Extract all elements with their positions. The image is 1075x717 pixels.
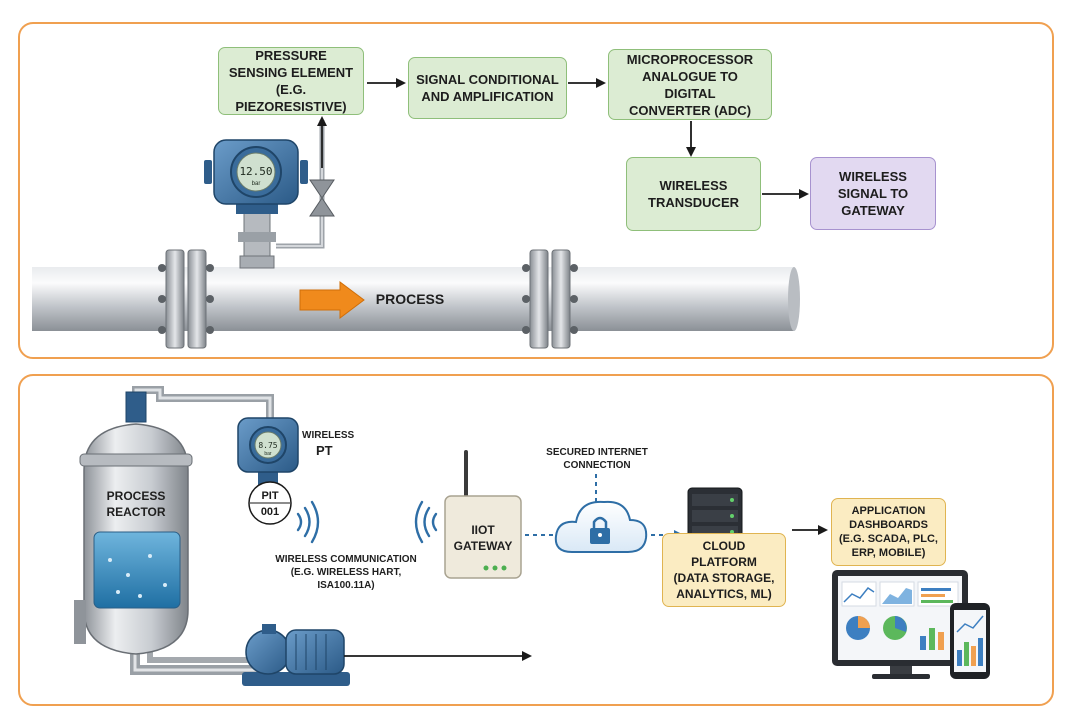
transmitter-unit: bar [264, 451, 272, 457]
gateway-waves-icon [414, 500, 438, 544]
box-wireless-signal-to-gateway: WIRELESS SIGNAL TO GATEWAY [810, 157, 936, 230]
pressure-transmitter-icon [204, 139, 308, 269]
gauge-unit: bar [252, 181, 261, 187]
box-signal-conditioning: SIGNAL CONDITIONAL AND AMPLIFICATION [408, 57, 567, 119]
pit-label-top: PIT [261, 490, 278, 502]
box-wireless-transducer: WIRELESS TRANSDUCER [626, 157, 761, 231]
pit-label-bottom: 001 [261, 506, 279, 518]
dashboard-phone-icon [950, 603, 990, 679]
iiot-gateway-icon [444, 450, 522, 579]
flow-arrow-icon [299, 281, 365, 319]
pipe-flange-left [158, 249, 214, 349]
secured-internet-label: SECURED INTERNET CONNECTION [546, 447, 648, 471]
wireless-waves-icon [296, 500, 320, 544]
cloud-lock-icon [554, 500, 648, 553]
wireless-pt-label-line2: PT [316, 443, 333, 458]
wireless-communication-label: WIRELESS COMMUNICATION (E.G. WIRELESS HA… [275, 554, 417, 591]
box-microprocessor-adc: MICROPROCESSOR ANALOGUE TO DIGITAL CONVE… [608, 49, 772, 120]
wireless-pt-label-line1: WIRELESS [302, 430, 355, 441]
process-reactor-label: PROCESS REACTOR [106, 489, 166, 519]
box-pressure-sensing-element: PRESSURE SENSING ELEMENT (E.G. PIEZORESI… [218, 47, 364, 115]
box-cloud-platform: CLOUD PLATFORM (DATA STORAGE, ANALYTICS,… [662, 533, 786, 607]
pump-icon [242, 624, 350, 686]
box-application-dashboards: APPLICATION DASHBOARDS (E.G. SCADA, PLC,… [831, 498, 946, 566]
gauge-reading: 12.50 [239, 165, 272, 178]
process-label: PROCESS [375, 291, 445, 307]
pipe-flange-right [522, 249, 578, 349]
dashboard-monitor-icon [832, 570, 968, 679]
iiot-gateway-label: IIOT GATEWAY [453, 523, 513, 553]
transmitter-reading: 8.75 [258, 441, 277, 450]
process-reactor-icon [74, 391, 193, 655]
isolation-valve-icon [309, 179, 335, 217]
